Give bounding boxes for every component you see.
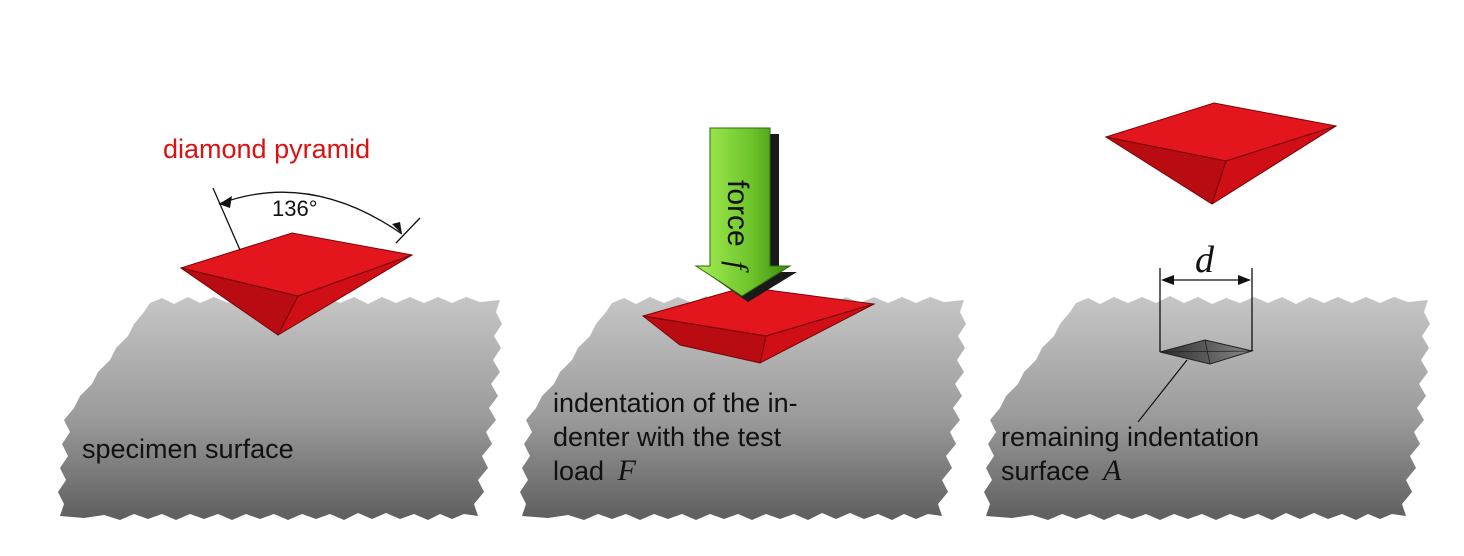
- load-symbol: F: [617, 454, 637, 487]
- diamond-pyramid-2: [641, 286, 876, 364]
- panel-indentation: force f indentation of the in- denter wi…: [520, 127, 966, 520]
- diamond-pyramid-label: diamond pyramid: [163, 134, 370, 164]
- diagonal-dimension: [1159, 268, 1253, 352]
- panel-remaining-indentation: d remaining indentation surface A: [984, 102, 1430, 520]
- specimen-block-1: [58, 296, 502, 520]
- angle-label: 136°: [272, 196, 318, 221]
- force-arrow[interactable]: force f: [694, 127, 797, 302]
- diamond-pyramid-1: [179, 232, 414, 336]
- specimen-block-3: [984, 296, 1430, 520]
- remaining-caption-line-2: surface A: [1001, 454, 1122, 487]
- remaining-caption-line-1: remaining indentation: [1001, 422, 1259, 452]
- indentation-caption-line-2: denter with the test: [553, 422, 782, 452]
- force-word: force: [721, 180, 754, 247]
- load-word: load: [553, 456, 604, 486]
- indentation-caption-line-1: indentation of the in-: [553, 388, 798, 418]
- specimen-block-2: [520, 296, 966, 520]
- angle-annotation: [212, 187, 421, 251]
- diamond-pyramid-3: [1104, 102, 1338, 205]
- leader-line: [1137, 359, 1188, 423]
- panel-specimen: diamond pyramid 136° specimen surface: [58, 134, 502, 520]
- surface-word: surface: [1001, 456, 1090, 486]
- diagonal-symbol: d: [1195, 239, 1215, 281]
- surface-symbol: A: [1101, 454, 1122, 487]
- specimen-surface-label: specimen surface: [82, 434, 294, 464]
- indentation-caption-line-3: load F: [553, 454, 637, 487]
